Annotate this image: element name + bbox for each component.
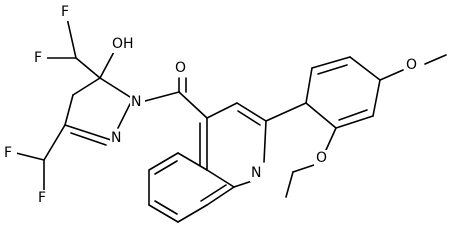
bond [372,79,381,117]
bond [99,49,116,79]
bond [292,164,315,173]
bond [206,102,238,119]
bond [338,109,368,121]
atom-label-n: N [131,94,141,110]
bond [64,94,74,126]
atom-label-f: F [4,145,12,161]
bond [177,204,208,223]
bond [148,204,179,223]
bond [424,54,447,65]
atom-labels: F F OH N N O F F N O O [2,4,422,207]
bond [206,169,235,188]
bond [317,64,348,75]
atom-label-f: F [61,4,69,20]
atom-label-f: F [38,190,46,206]
bond [285,171,294,198]
atom-label-oh: OH [112,36,134,52]
bond [154,160,178,175]
bond [200,184,227,202]
atom-label-o: O [175,60,186,76]
bond [177,152,208,171]
bond [99,77,131,98]
bond [379,69,404,81]
bond [237,110,261,126]
bond [144,91,180,102]
bond [335,115,374,129]
bond [349,56,381,81]
atom-label-n: N [111,130,121,146]
bond [305,67,313,104]
atom-label-o: O [406,57,417,73]
bond [263,120,267,163]
atom-label-f: F [34,50,42,66]
bond [265,102,307,122]
bond [325,127,337,151]
bond [206,186,235,206]
bond [311,56,351,69]
bond [154,200,178,215]
bond [15,152,45,161]
atom-label-n: N [251,165,261,181]
atom-label-o: O [316,150,327,166]
bond [43,124,66,161]
bond [148,152,179,171]
bond [178,91,208,119]
bond [70,132,107,146]
bond [305,102,337,129]
bonds [15,17,447,223]
bond [66,17,77,59]
bond [75,57,101,79]
bond [117,103,131,129]
bond [72,77,101,96]
bond [64,124,112,141]
bond [236,102,267,122]
